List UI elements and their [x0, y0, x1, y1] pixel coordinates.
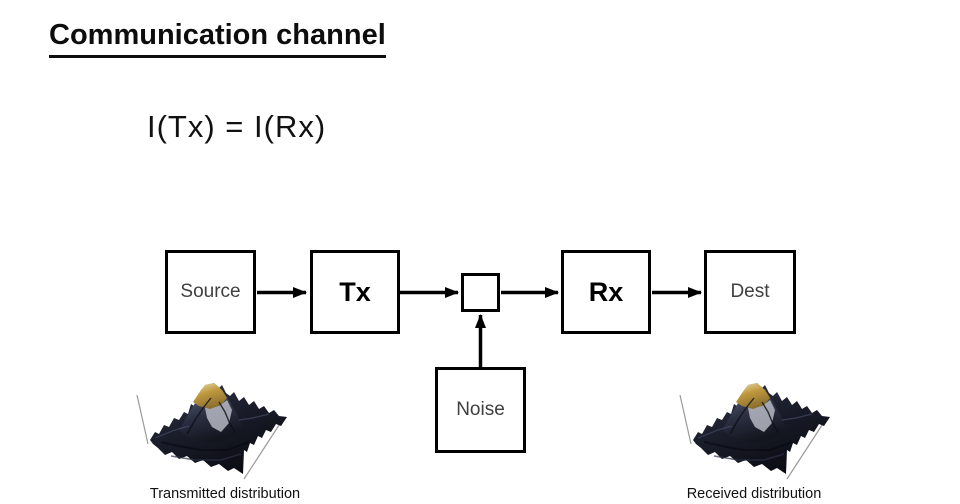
surface-plot-icon	[136, 382, 288, 480]
node-rx-label: Rx	[588, 276, 624, 307]
node-dest-label: Dest	[730, 281, 770, 302]
page-title: Communication channel	[49, 19, 386, 58]
received-distribution-caption: Received distribution	[686, 486, 822, 502]
node-dest: Dest	[704, 250, 796, 334]
transmitted-distribution-caption: Transmitted distribution	[149, 486, 301, 502]
received-distribution-plot	[674, 368, 838, 482]
node-noise-label: Noise	[456, 399, 505, 420]
formula-text: I(Tx) = I(Rx)	[147, 109, 327, 144]
node-noise: Noise	[435, 367, 526, 453]
node-source-label: Source	[180, 281, 241, 302]
transmitted-distribution-plot	[131, 368, 295, 482]
node-rx: Rx	[561, 250, 651, 334]
node-source: Source	[165, 250, 256, 334]
node-tx-label: Tx	[339, 276, 371, 307]
node-tx: Tx	[310, 250, 400, 334]
node-noise-junction	[461, 273, 500, 312]
surface-plot-icon	[679, 382, 831, 480]
